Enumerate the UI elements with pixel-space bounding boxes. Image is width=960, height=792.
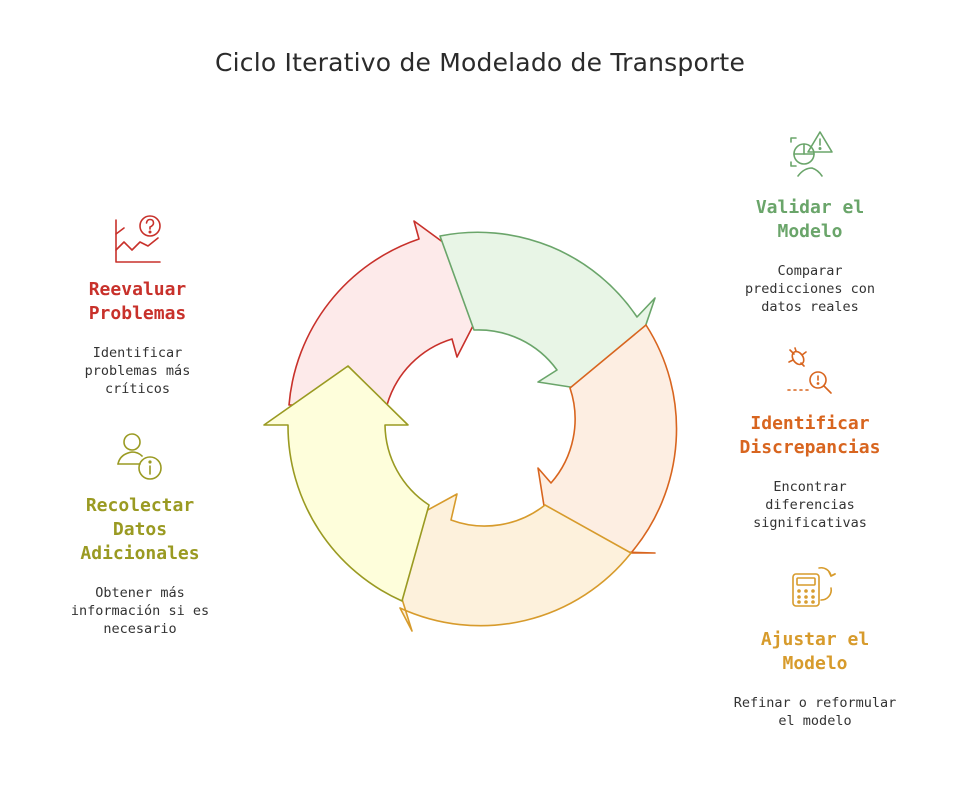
cycle-arrow-validar: [439, 231, 656, 396]
step-identificar: Identificar Discrepancias Encontrar dife…: [725, 346, 895, 532]
chart-warning-icon: [790, 131, 833, 177]
step-description: Identificar problemas más críticos: [84, 345, 191, 397]
step-ajustar: Ajustar el Modelo Refinar o reformular e…: [725, 562, 905, 730]
step-heading: Validar el Modelo: [755, 197, 865, 242]
step-description: Obtener más información si es necesario: [70, 585, 210, 637]
step-recolectar: Recolectar Datos Adicionales Obtener más…: [55, 430, 225, 638]
cycle-diagram: [263, 220, 678, 632]
cycle-arrow-reevaluar: [288, 220, 497, 406]
step-reevaluar: Reevaluar Problemas Identificar problema…: [55, 214, 220, 398]
diagram-title: Ciclo Iterativo de Modelado de Transport…: [214, 48, 746, 77]
user-info-icon: [117, 433, 162, 480]
step-heading: Recolectar Datos Adicionales: [80, 495, 200, 564]
step-description: Comparar predicciones con datos reales: [744, 263, 876, 315]
cycle-arrow-ajustar: [381, 493, 632, 632]
step-heading: Ajustar el Modelo: [760, 629, 870, 674]
bug-search-icon: [787, 347, 832, 394]
step-description: Encontrar diferencias significativas: [753, 479, 867, 531]
cycle-arrow-recolectar: [263, 365, 430, 602]
calculator-refresh-icon: [792, 566, 836, 607]
chart-question-icon: [114, 215, 161, 263]
step-heading: Reevaluar Problemas: [88, 279, 187, 324]
step-validar: Validar el Modelo Comparar predicciones …: [725, 130, 895, 316]
cycle-arrow-identificar: [537, 324, 678, 554]
step-description: Refinar o reformular el modelo: [733, 695, 897, 729]
step-heading: Identificar Discrepancias: [739, 413, 881, 458]
